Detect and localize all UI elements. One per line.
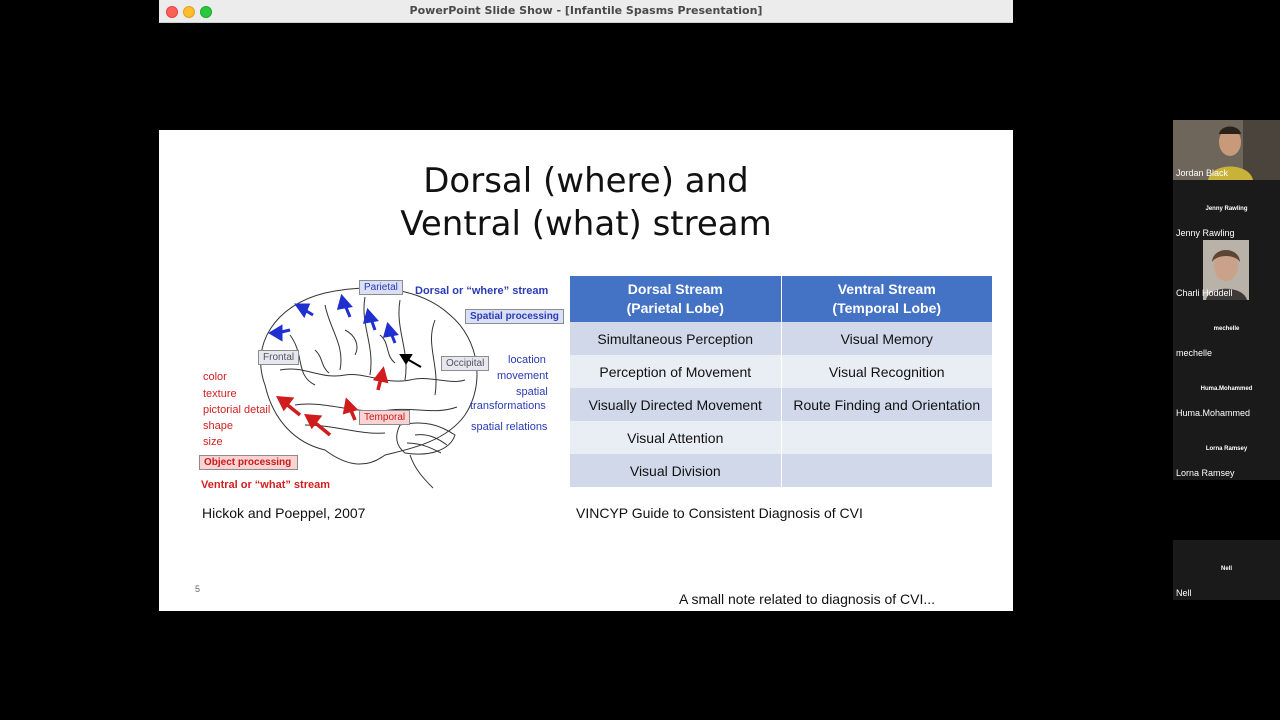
dorsal-feature: transformations <box>470 400 546 412</box>
table-header-ventral: Ventral Stream (Temporal Lobe) <box>781 276 992 322</box>
participant-tile-charli[interactable]: Charli Hoddell <box>1173 240 1280 300</box>
table-header-row: Dorsal Stream (Parietal Lobe) Ventral St… <box>570 276 992 322</box>
participant-name: Nell <box>1176 588 1192 598</box>
brain-diagram <box>260 287 478 489</box>
minimize-window-button[interactable] <box>183 6 195 18</box>
citation-right: VINCYP Guide to Consistent Diagnosis of … <box>576 505 863 521</box>
ventral-feature: pictorial detail <box>203 404 271 416</box>
participant-tile-lorna[interactable]: Lorna Ramsey Lorna Ramsey <box>1173 420 1280 480</box>
slide-number: 5 <box>195 584 201 594</box>
table-cell: Visual Recognition <box>781 355 992 388</box>
dorsal-feature: movement <box>497 370 549 382</box>
header-line: (Parietal Lobe) <box>626 300 724 316</box>
spatial-processing-label: Spatial processing <box>465 309 564 324</box>
slide-title-line-2: Ventral (what) stream <box>400 204 772 244</box>
object-processing-label: Object processing <box>199 455 298 470</box>
participant-tile-nell[interactable]: Nell Nell <box>1173 540 1280 600</box>
slide-title-line-1: Dorsal (where) and <box>423 161 749 201</box>
table-cell: Simultaneous Perception <box>570 322 782 355</box>
table-cell: Perception of Movement <box>570 355 782 388</box>
close-window-button[interactable] <box>166 6 178 18</box>
table-row: Simultaneous Perception Visual Memory <box>570 322 992 355</box>
participant-video <box>1173 120 1280 180</box>
participant-caption: mechelle <box>1213 326 1240 332</box>
stream-comparison-table: Dorsal Stream (Parietal Lobe) Ventral St… <box>570 276 992 487</box>
participant-name: Huma.Mohammed <box>1176 408 1251 418</box>
dorsal-feature: location <box>508 354 546 366</box>
table-row: Perception of Movement Visual Recognitio… <box>570 355 992 388</box>
occipital-label: Occipital <box>441 356 490 371</box>
slide-note: A small note related to diagnosis of CVI… <box>679 591 936 607</box>
participant-name: Charli Hoddell <box>1176 288 1233 298</box>
ventral-feature: size <box>203 436 223 448</box>
slide-title: Dorsal (where) and Ventral (what) stream <box>159 160 1013 246</box>
participant-tile-mechelle[interactable]: mechelle mechelle <box>1173 300 1280 360</box>
table-header-dorsal: Dorsal Stream (Parietal Lobe) <box>570 276 782 322</box>
table-cell: Visual Attention <box>570 421 782 454</box>
dorsal-stream-label: Dorsal or “where” stream <box>415 285 549 297</box>
participant-name: mechelle <box>1176 348 1213 358</box>
participant-caption: Nell <box>1220 566 1232 572</box>
header-line: (Temporal Lobe) <box>832 300 942 316</box>
participant-tile-jenny[interactable]: Jenny Rawling Jenny Rawling <box>1173 180 1280 240</box>
table-row: Visual Division <box>570 454 992 487</box>
dorsal-feature: spatial <box>516 386 548 398</box>
title-bar[interactable]: PowerPoint Slide Show - [Infantile Spasm… <box>159 0 1013 23</box>
frontal-label: Frontal <box>258 350 300 365</box>
presentation-window: PowerPoint Slide Show - [Infantile Spasm… <box>159 0 1013 720</box>
ventral-feature: texture <box>203 388 237 400</box>
ventral-stream-label: Ventral or “what” stream <box>201 479 330 491</box>
window-title: PowerPoint Slide Show - [Infantile Spasm… <box>409 4 763 17</box>
ventral-feature: color <box>203 371 227 383</box>
dorsal-feature: spatial relations <box>471 421 548 433</box>
table-cell: Visually Directed Movement <box>570 388 782 421</box>
participant-tile-jordan[interactable]: Jordan Black <box>1173 120 1280 180</box>
table-cell <box>781 454 992 487</box>
participant-caption: Huma.Mohammed <box>1200 386 1253 392</box>
participant-name: Lorna Ramsey <box>1176 468 1235 478</box>
table-cell: Visual Memory <box>781 322 992 355</box>
citation-left: Hickok and Poeppel, 2007 <box>202 505 366 521</box>
table-cell: Visual Division <box>570 454 782 487</box>
header-line: Ventral Stream <box>837 281 936 297</box>
participant-name: Jordan Black <box>1176 168 1229 178</box>
table-row: Visually Directed Movement Route Finding… <box>570 388 992 421</box>
slide[interactable]: Dorsal (where) and Ventral (what) stream <box>159 130 1013 611</box>
table-cell <box>781 421 992 454</box>
ventral-feature: shape <box>203 420 233 432</box>
participant-caption: Jenny Rawling <box>1205 206 1248 212</box>
table-row: Visual Attention <box>570 421 992 454</box>
parietal-label: Parietal <box>359 280 403 295</box>
participant-tile-huma[interactable]: Huma.Mohammed Huma.Mohammed <box>1173 360 1280 420</box>
maximize-window-button[interactable] <box>200 6 212 18</box>
participant-caption: Lorna Ramsey <box>1205 446 1248 452</box>
header-line: Dorsal Stream <box>627 281 723 297</box>
participant-video <box>1203 240 1249 300</box>
table-cell: Route Finding and Orientation <box>781 388 992 421</box>
participant-name: Jenny Rawling <box>1176 228 1235 238</box>
temporal-label: Temporal <box>359 410 411 425</box>
